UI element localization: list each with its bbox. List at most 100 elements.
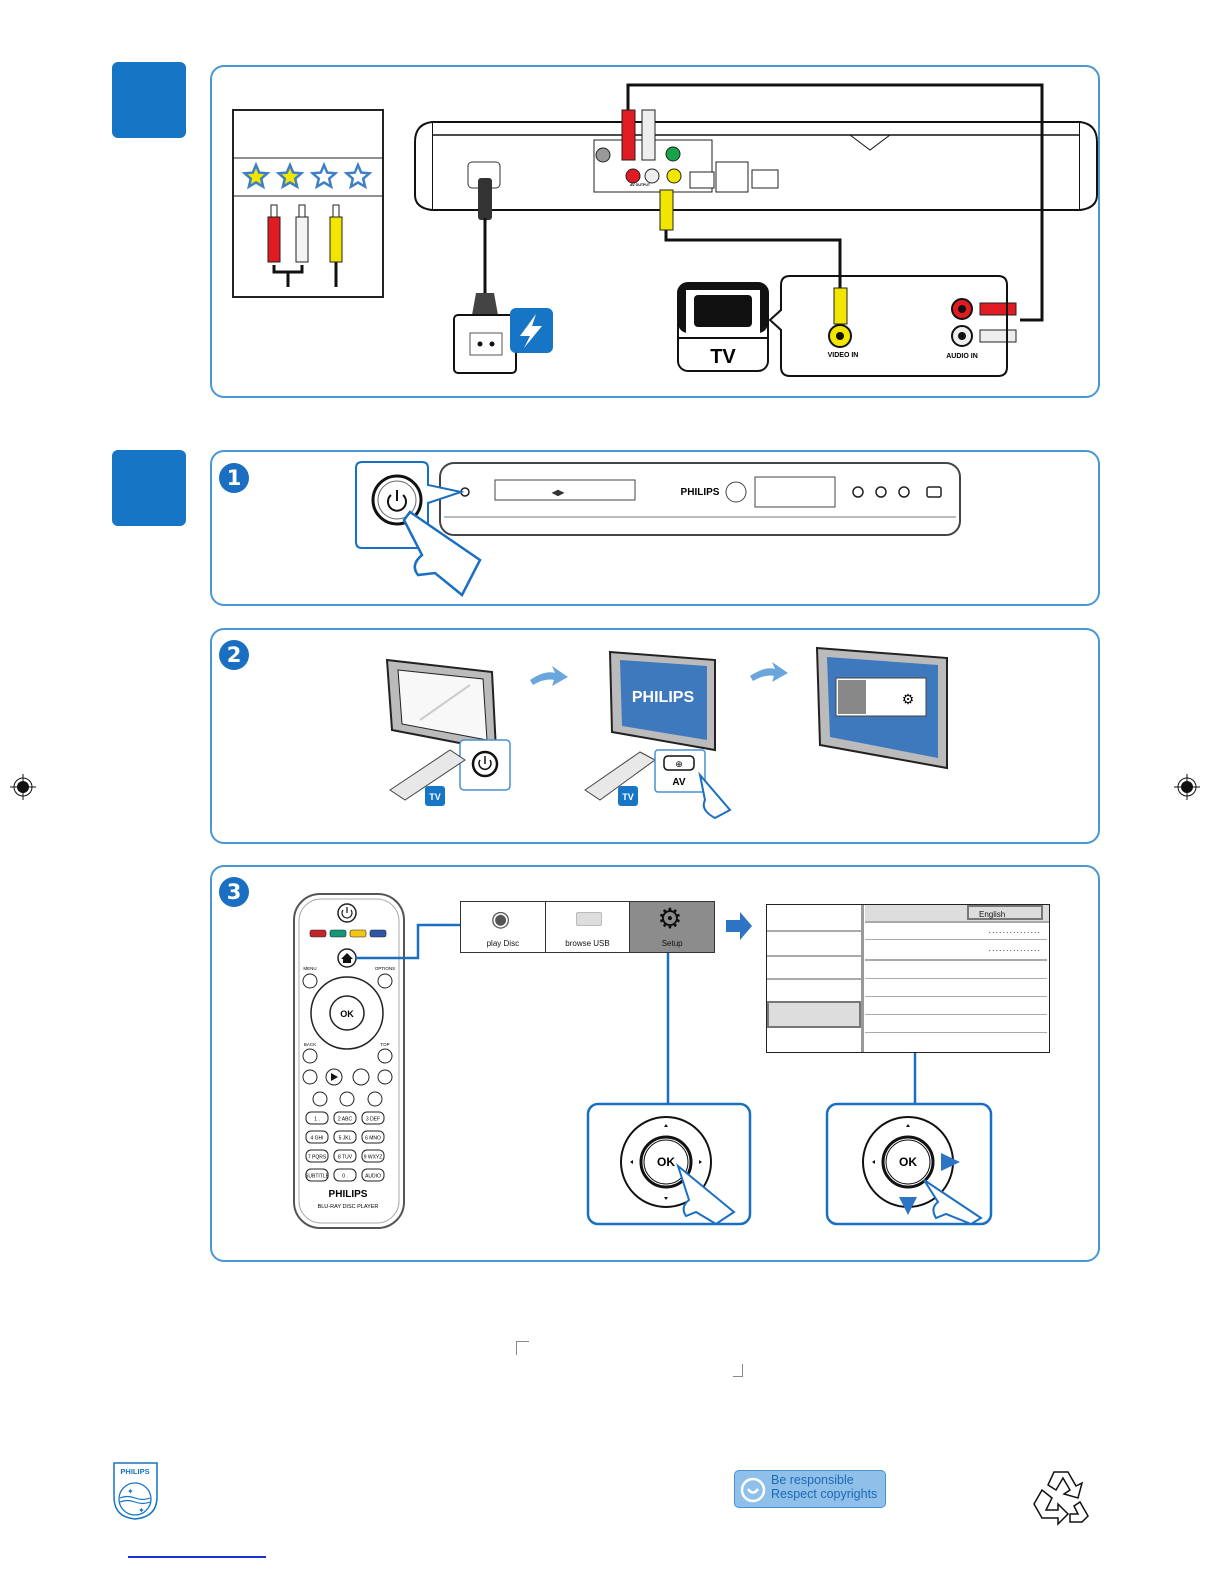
video-in-label: VIDEO IN — [828, 352, 859, 359]
arrow-right-icon — [726, 912, 752, 940]
svg-text:AV: AV — [672, 777, 685, 788]
keypad-key[interactable] — [305, 1130, 329, 1144]
registration-mark-icon — [10, 774, 36, 800]
yellow-button[interactable] — [349, 929, 367, 938]
setup-category-row[interactable] — [767, 955, 861, 957]
svg-text:TOP: TOP — [380, 1042, 389, 1047]
menu-button[interactable] — [302, 973, 318, 989]
keypad-key[interactable] — [361, 1130, 385, 1144]
language-value[interactable]: English — [967, 905, 1043, 920]
svg-text:BACK: BACK — [304, 1042, 316, 1047]
step1-diagram: ◀▶ PHILIPS — [355, 461, 961, 597]
gear-icon: ⚙ — [657, 903, 683, 934]
pause-button[interactable] — [352, 1068, 370, 1086]
rewind-button[interactable] — [312, 1091, 328, 1107]
svg-text:PHILIPS: PHILIPS — [632, 689, 695, 706]
home-menu: ◉ play Disc browse USB ⚙ Setup — [460, 901, 715, 953]
av-input-button — [663, 755, 695, 771]
player-brand: PHILIPS — [681, 487, 720, 498]
red-button[interactable] — [309, 929, 327, 938]
step2-diagram: TV PHILIPS TV ⊕ AV ⚙ — [385, 646, 948, 820]
crop-mark — [516, 1341, 529, 1355]
keypad-key-label: 7 PQRS — [308, 1155, 327, 1161]
forward-button[interactable] — [367, 1091, 383, 1107]
top-menu-button[interactable] — [377, 1048, 393, 1064]
green-button[interactable] — [329, 929, 347, 938]
home-menu-item-play-disc[interactable]: ◉ play Disc — [461, 902, 546, 952]
keypad-key[interactable] — [333, 1111, 357, 1125]
setup-option-row[interactable] — [865, 1014, 1047, 1015]
av-output-label: AV OUTPUT — [630, 183, 651, 187]
be-responsible-badge: Be responsible Respect copyrights — [734, 1470, 886, 1508]
home-menu-item-browse-usb[interactable]: browse USB — [546, 902, 631, 952]
step-number-2: 2 — [219, 640, 249, 670]
next-button[interactable] — [377, 1069, 393, 1085]
audio-in-label: AUDIO IN — [946, 353, 978, 360]
svg-text:✦: ✦ — [127, 1487, 134, 1496]
svg-text:TV: TV — [622, 792, 634, 802]
setup-option-row[interactable] — [865, 996, 1047, 997]
keypad-key-label: 6 MNO — [365, 1136, 381, 1142]
setup-option-row-selected[interactable]: English — [865, 905, 1049, 923]
crop-mark — [742, 1364, 743, 1377]
blue-button[interactable] — [369, 929, 387, 938]
quality-stars — [241, 161, 373, 190]
remote-brand: PHILIPS — [329, 1189, 368, 1200]
tv-icon — [677, 282, 769, 372]
keypad-key-label: 9 WXYZ — [364, 1155, 383, 1161]
setup-option-row[interactable] — [865, 1032, 1047, 1033]
keypad-key[interactable] — [305, 1111, 329, 1125]
keypad-key[interactable] — [333, 1149, 357, 1163]
keypad-key[interactable] — [333, 1168, 357, 1182]
setup-category-selected[interactable] — [767, 1001, 861, 1028]
star-filled-icon — [275, 161, 305, 190]
keypad-key[interactable] — [305, 1168, 329, 1182]
setup-menu: English ............... ............... — [766, 904, 1050, 1053]
smile-icon — [740, 1477, 766, 1503]
stop-eject-button[interactable] — [339, 1091, 355, 1107]
options-button[interactable] — [377, 973, 393, 989]
keypad-key-label: 5 JKL — [339, 1136, 352, 1142]
keypad-key[interactable] — [361, 1149, 385, 1163]
setup-option-row[interactable] — [865, 959, 1047, 961]
home-menu-item-setup[interactable]: ⚙ Setup — [630, 902, 715, 952]
remote-ok-button[interactable] — [329, 995, 365, 1031]
registration-mark-icon — [1174, 774, 1200, 800]
keypad-key[interactable] — [333, 1130, 357, 1144]
home-icon — [341, 953, 353, 963]
setup-category-row[interactable] — [767, 978, 861, 980]
back-button[interactable] — [302, 1048, 318, 1064]
keypad-key-label: 0 . — [342, 1174, 348, 1180]
badge-line-2: Respect copyrights — [771, 1487, 878, 1501]
tv-philips-splash — [608, 650, 716, 752]
cable-type-card — [232, 109, 384, 298]
setup-option-row[interactable] — [865, 978, 1047, 979]
keypad-key-label: SUBTITLE — [305, 1174, 330, 1180]
prev-button[interactable] — [302, 1069, 318, 1085]
bluray-logo: ◀▶ — [551, 488, 565, 497]
rca-cable-icon — [267, 204, 343, 287]
setup-option-row[interactable] — [865, 939, 1047, 940]
right-arrow-highlight-icon — [941, 1153, 960, 1171]
badge-line-1: Be responsible — [771, 1473, 854, 1487]
setup-section-marker — [112, 450, 186, 526]
keypad-key-label: 2 ABC — [338, 1117, 353, 1123]
tv-off — [385, 658, 498, 752]
svg-text:TV: TV — [429, 792, 441, 802]
svg-text:OPTIONS: OPTIONS — [375, 966, 395, 971]
svg-text:⊕: ⊕ — [675, 759, 683, 769]
connect-section-marker — [112, 62, 186, 138]
step-number-1: 1 — [219, 463, 249, 493]
keypad-key-label: 1 . — [314, 1117, 320, 1123]
step-number-3: 3 — [219, 877, 249, 907]
setup-category-row[interactable] — [767, 930, 861, 932]
keypad-key[interactable] — [361, 1168, 385, 1182]
setup-category-list — [767, 905, 864, 1052]
keypad-key[interactable] — [361, 1111, 385, 1125]
philips-shield-logo: PHILIPS ✦✦ — [113, 1462, 158, 1520]
keypad-key[interactable] — [305, 1149, 329, 1163]
tv-label: TV — [710, 346, 736, 368]
recycle-icon — [1033, 1471, 1089, 1526]
usb-port-icon — [926, 486, 942, 498]
